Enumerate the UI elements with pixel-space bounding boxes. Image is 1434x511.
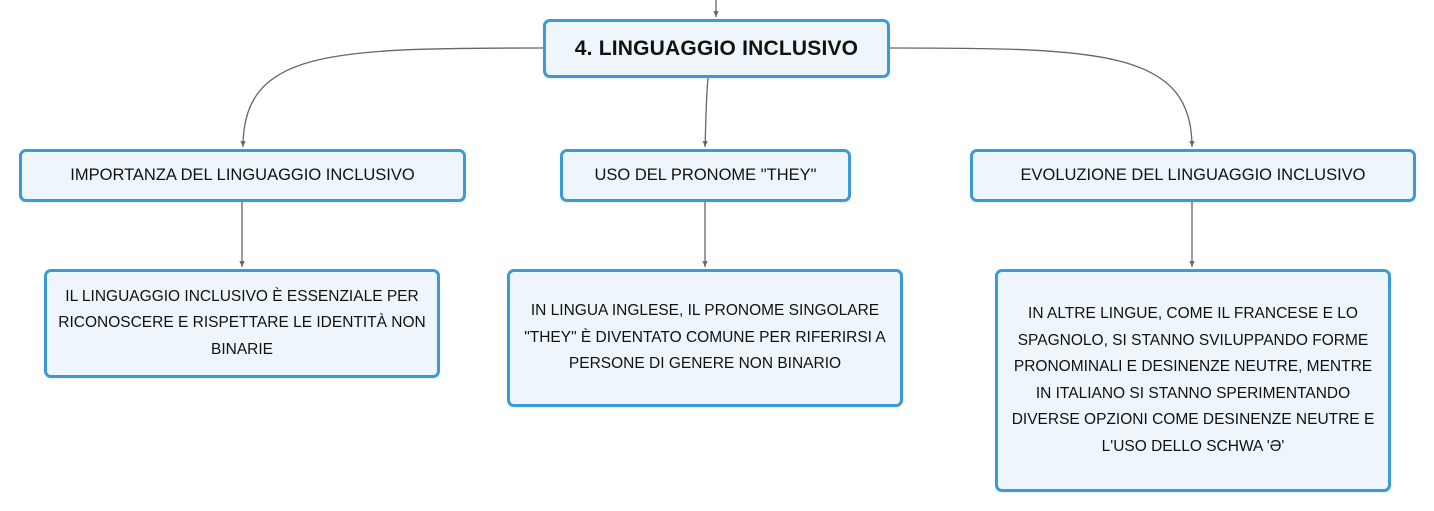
central-topic-label: 4. LINGUAGGIO INCLUSIVO	[574, 36, 859, 60]
topic-node-evoluzione[interactable]: EVOLUZIONE DEL LINGUAGGIO INCLUSIVO	[970, 149, 1416, 202]
topic-label-evoluzione: EVOLUZIONE DEL LINGUAGGIO INCLUSIVO	[1020, 166, 1366, 184]
detail-node-importanza[interactable]: IL LINGUAGGIO INCLUSIVO È ESSENZIALE PER…	[44, 269, 440, 378]
detail-node-pronome-they[interactable]: IN LINGUA INGLESE, IL PRONOME SINGOLARE …	[507, 269, 903, 407]
detail-text-evoluzione: IN ALTRE LINGUE, COME IL FRANCESE E LO S…	[1011, 305, 1375, 455]
connector-central-to-topic-3	[889, 47, 1195, 148]
detail-text-pronome-they: IN LINGUA INGLESE, IL PRONOME SINGOLARE …	[524, 302, 886, 373]
central-topic-node[interactable]: 4. LINGUAGGIO INCLUSIVO	[543, 19, 890, 78]
detail-text-importanza: IL LINGUAGGIO INCLUSIVO È ESSENZIALE PER…	[58, 287, 426, 358]
connector-central-to-topic-2	[702, 77, 709, 148]
connector-central-to-topic-1	[240, 47, 544, 148]
topic-label-pronome-they: USO DEL PRONOME "THEY"	[594, 166, 817, 184]
topic-node-importanza[interactable]: IMPORTANZA DEL LINGUAGGIO INCLUSIVO	[19, 149, 466, 202]
topic-label-importanza: IMPORTANZA DEL LINGUAGGIO INCLUSIVO	[70, 166, 415, 184]
detail-node-evoluzione[interactable]: IN ALTRE LINGUE, COME IL FRANCESE E LO S…	[995, 269, 1391, 492]
topic-node-pronome-they[interactable]: USO DEL PRONOME "THEY"	[560, 149, 851, 202]
